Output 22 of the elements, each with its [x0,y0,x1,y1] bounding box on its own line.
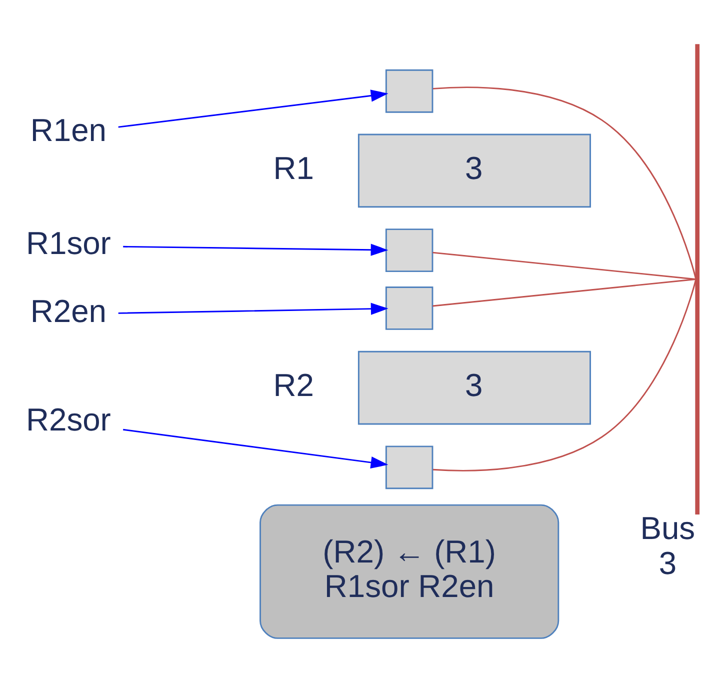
node-text: R1sor [26,224,111,261]
node-box: (R2) ← (R1) R1sor R2en [260,504,560,638]
node-box [385,68,434,112]
node-label: 3 [658,544,677,580]
arrow [123,428,388,468]
node-box [385,286,434,330]
arrow [118,89,388,128]
arrow [118,302,388,314]
node-label: R2 [273,366,314,402]
node-text: R2sor [26,401,111,438]
connector [432,278,696,306]
node-box [385,228,434,272]
node-bar [695,44,700,514]
node-text: R1en [30,112,107,148]
arrow [123,243,388,256]
node-box [385,445,434,489]
connector [432,86,697,279]
connector [432,251,696,280]
node-label: Bus [640,510,696,546]
node-label: R1 [273,149,314,186]
node-text: R2en [30,292,107,329]
connector [432,278,697,471]
